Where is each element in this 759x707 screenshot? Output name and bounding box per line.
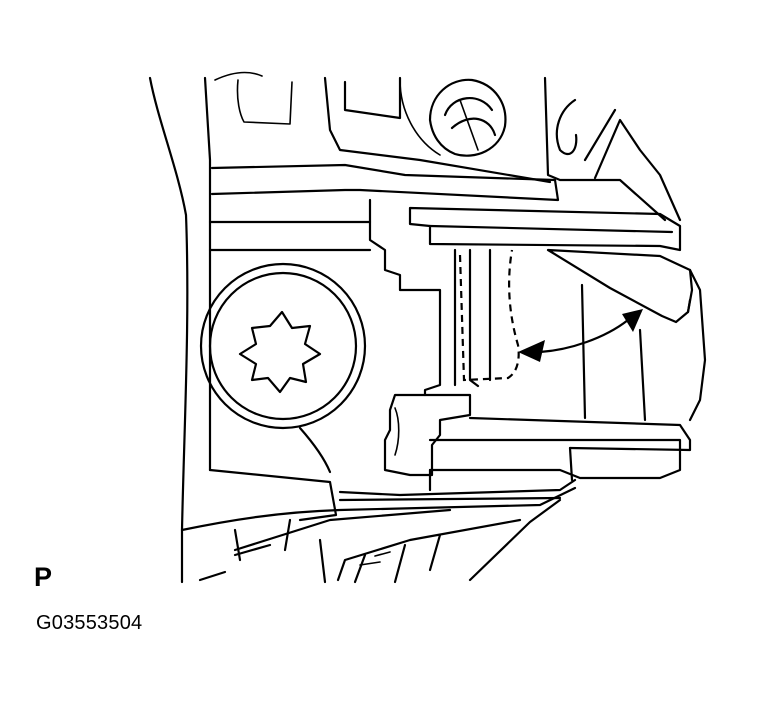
bolt-head-upper — [399, 78, 507, 157]
housing-left-edge — [148, 71, 293, 584]
lever — [546, 248, 707, 422]
figure-code: G03553504 — [36, 612, 143, 634]
motion-double-arrow — [518, 309, 643, 362]
bracket — [368, 198, 692, 492]
position-label: P — [34, 562, 53, 592]
housing-bottom — [180, 468, 577, 584]
torx-bolt — [199, 262, 367, 474]
lever-alternate-position-dashed — [458, 249, 520, 382]
housing-top — [208, 76, 682, 252]
